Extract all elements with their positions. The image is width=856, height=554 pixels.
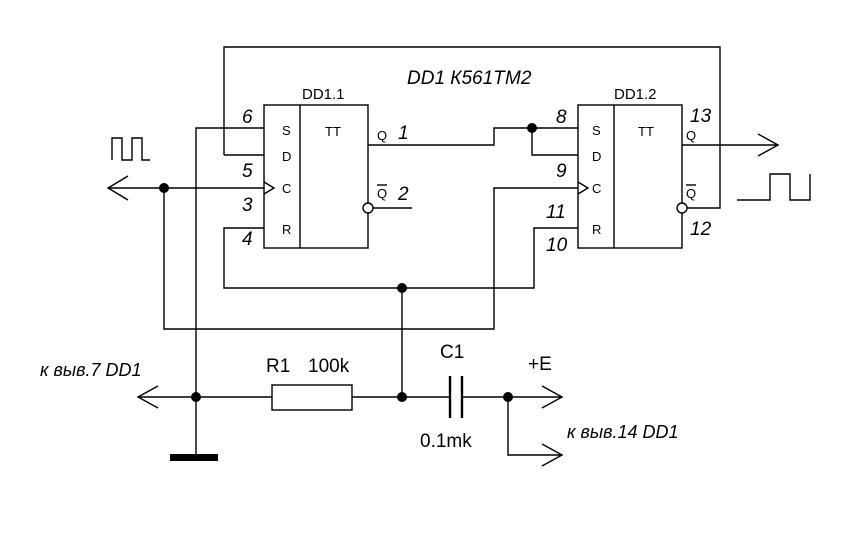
pin-number: 2 <box>397 184 409 205</box>
chip-dd1-2: DD1.2 TT S D C R Q Q <box>577 86 696 249</box>
pin-number: 1 <box>398 123 409 144</box>
wire-gnd-arrow <box>136 385 159 409</box>
diagram-title: DD1 К561ТМ2 <box>407 68 532 89</box>
capacitor-value: 0.1mk <box>420 431 472 452</box>
output-q: Q <box>377 128 387 143</box>
pin-number: 13 <box>690 106 712 127</box>
pin-number: 11 <box>546 202 566 223</box>
pin-number: 12 <box>690 219 712 240</box>
junctions <box>159 123 537 402</box>
pin-numbers: 6 5 3 4 1 2 8 9 11 10 13 12 <box>242 106 712 256</box>
wire-r-dd11 <box>223 227 578 289</box>
junction-dot <box>191 392 201 402</box>
input-r: R <box>282 222 291 237</box>
wire-q-out-arrow <box>757 133 780 157</box>
inversion-bubble <box>362 202 374 214</box>
input-c: C <box>282 181 291 196</box>
junction-dot <box>159 183 169 193</box>
junction-dot <box>503 392 513 402</box>
pin-number: 8 <box>556 107 567 128</box>
input-s: S <box>282 123 291 138</box>
pin-number: 6 <box>242 107 253 128</box>
input-waveform-icon <box>111 137 150 161</box>
clock-triangle <box>263 181 276 195</box>
resistor-body <box>271 384 353 411</box>
wire-d-dd12 <box>531 128 578 156</box>
chip-func: TT <box>638 124 654 139</box>
input-s: S <box>592 123 601 138</box>
wire-vcc-14 <box>507 397 562 456</box>
wire-clock-dd12 <box>163 187 578 330</box>
resistor-value: 100k <box>308 356 350 377</box>
junction-dot <box>527 123 537 133</box>
output-qbar: Q <box>686 186 696 201</box>
note-gnd: к выв.7 DD1 <box>40 360 142 380</box>
pin-number: 10 <box>546 235 568 256</box>
pin-number: 5 <box>242 161 253 182</box>
wire-s-dd11 <box>195 127 264 455</box>
resistor-r1: R1 100k <box>266 356 353 411</box>
output-qbar: Q <box>377 186 387 201</box>
pin-number: 4 <box>242 229 253 250</box>
resistor-ref: R1 <box>266 356 290 377</box>
input-c: C <box>592 181 601 196</box>
inversion-bubble <box>676 202 688 214</box>
clock-triangle <box>577 181 590 195</box>
chip-name: DD1.1 <box>302 86 345 103</box>
wire-qbar-dd12 <box>687 145 721 209</box>
input-r: R <box>592 222 601 237</box>
note-vcc: к выв.14 DD1 <box>567 422 679 442</box>
chip-name: DD1.2 <box>614 86 657 103</box>
input-d: D <box>592 149 601 164</box>
chip-body <box>263 104 369 249</box>
wire-vcc-arrow <box>541 385 564 409</box>
chip-func: TT <box>325 124 341 139</box>
pin-number: 3 <box>242 195 253 216</box>
ground-symbol <box>170 454 218 461</box>
chip-dd1-1: DD1.1 TT S D C R Q Q <box>263 86 387 249</box>
junction-dot <box>397 283 407 293</box>
input-d: D <box>282 149 291 164</box>
wire-feedback <box>223 46 721 155</box>
output-q: Q <box>686 128 696 143</box>
capacitor-ref: C1 <box>440 342 464 363</box>
junction-dot <box>397 392 407 402</box>
capacitor-c1: C1 0.1mk <box>420 342 472 452</box>
wire-vcc14-arrow <box>541 443 564 467</box>
output-waveform-icon <box>737 173 811 201</box>
pin-number: 9 <box>556 161 567 182</box>
wire-clock-arrow <box>106 175 129 201</box>
chip-body <box>577 104 683 249</box>
supply-label: +E <box>528 354 552 375</box>
